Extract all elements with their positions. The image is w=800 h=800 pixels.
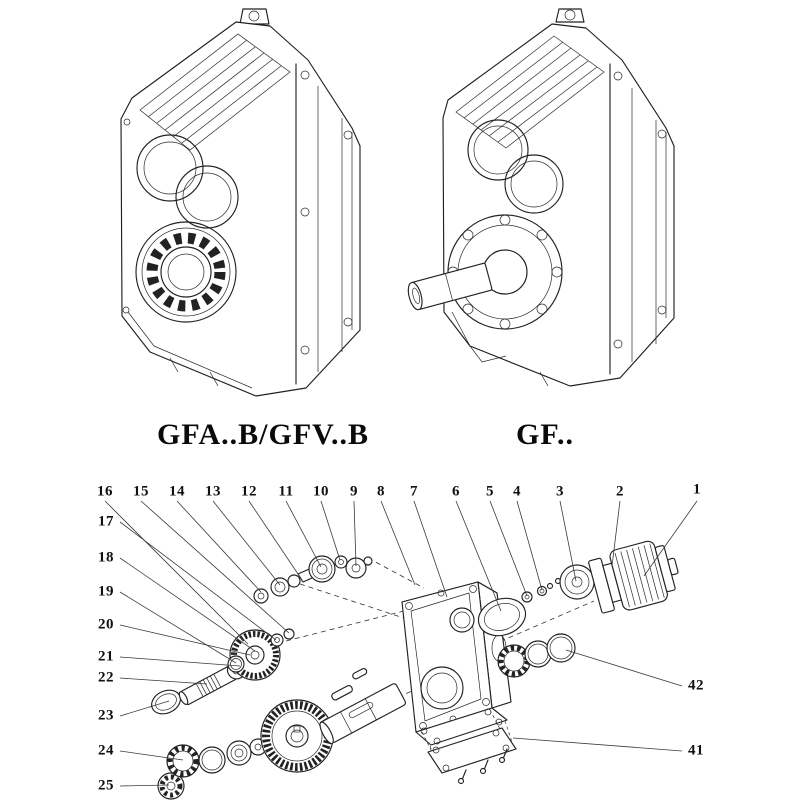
part-number-3: 3 xyxy=(556,483,564,500)
exploded-view xyxy=(104,500,698,800)
motor xyxy=(588,540,679,614)
part-number-16: 16 xyxy=(97,483,113,500)
label-gf: GF.. xyxy=(516,418,574,451)
output-shaft xyxy=(407,262,493,311)
part-number-17: 17 xyxy=(98,513,114,530)
part-number-25: 25 xyxy=(98,777,114,794)
part-number-41: 41 xyxy=(688,742,704,759)
gear-unit-flange-version-drawing xyxy=(120,8,361,397)
part-number-11: 11 xyxy=(278,483,294,500)
part-number-18: 18 xyxy=(98,549,114,566)
part-number-6: 6 xyxy=(452,483,460,500)
part-number-13: 13 xyxy=(205,483,221,500)
part-number-2: 2 xyxy=(616,483,624,500)
part-number-9: 9 xyxy=(350,483,358,500)
input-shaft-parts xyxy=(253,555,373,604)
leader-lines xyxy=(104,500,698,787)
part-number-1: 1 xyxy=(693,481,701,498)
part-number-22: 22 xyxy=(98,669,114,686)
output-gear-parts xyxy=(157,668,407,800)
gear-unit-shaft-version-drawing xyxy=(407,8,675,387)
part-number-21: 21 xyxy=(98,648,114,665)
part-number-42: 42 xyxy=(688,677,704,694)
part-number-10: 10 xyxy=(313,483,329,500)
bottom-cover xyxy=(421,709,517,785)
part-number-4: 4 xyxy=(513,483,521,500)
part-number-12: 12 xyxy=(241,483,257,500)
intermediate-gear-parts xyxy=(151,628,295,715)
part-number-20: 20 xyxy=(98,616,114,633)
part-number-15: 15 xyxy=(133,483,149,500)
part-number-24: 24 xyxy=(98,742,114,759)
part-number-7: 7 xyxy=(410,483,418,500)
part-number-5: 5 xyxy=(486,483,494,500)
part-number-8: 8 xyxy=(377,483,385,500)
part-number-23: 23 xyxy=(98,707,114,724)
output-side-rings xyxy=(477,564,595,678)
part-number-14: 14 xyxy=(169,483,185,500)
part-number-19: 19 xyxy=(98,583,114,600)
label-gfab-gfvb: GFA..B/GFV..B xyxy=(157,418,369,451)
